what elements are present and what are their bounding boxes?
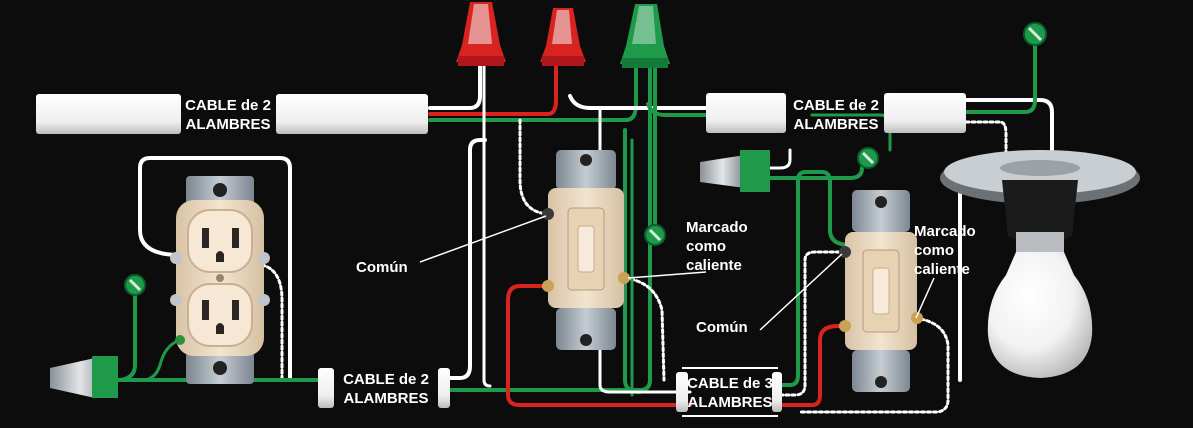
ground-wire-top-left <box>428 58 638 122</box>
cable-sheath-top-right-a <box>706 93 786 133</box>
cable-2-label-top-left: CABLE de 2 ALAMBRES <box>185 97 271 133</box>
outlet-ground-screw-wire <box>143 338 182 382</box>
wire-nut-green-right <box>700 150 770 192</box>
ground-wire-to-lamp <box>964 38 1037 114</box>
marcado-label-right: Marcado como caliente <box>914 223 976 278</box>
comun-label-left: Común <box>356 259 408 276</box>
bottom-white-c <box>598 108 692 394</box>
bottom-green-wire <box>446 58 652 392</box>
cable3-green-right <box>778 170 852 387</box>
wire-nut-green <box>620 4 670 68</box>
black-wire-top-left <box>428 58 558 116</box>
cable-sheath-3-right <box>772 372 782 412</box>
white-wire-to-lamp <box>964 98 1054 152</box>
switch1-red-traveler <box>506 284 692 407</box>
cable3-red-right <box>778 324 847 407</box>
black-wire-to-lamp <box>964 120 1008 162</box>
cable-sheath-3-left <box>676 372 688 412</box>
outlet-ground-pigtail <box>118 288 137 382</box>
wire-nut-red-1 <box>456 2 506 66</box>
cable-sheath-bottom-right <box>438 368 450 408</box>
comun-label-right: Común <box>696 319 748 336</box>
outlet-receptacle-icon <box>170 176 270 384</box>
switch2-white-to-nut <box>758 148 792 170</box>
cable-sheath-bottom-left <box>318 368 334 408</box>
three-way-switch-right-icon <box>839 190 923 392</box>
wire-nut-green-left <box>50 356 118 398</box>
switch2-hot-marked <box>798 316 950 414</box>
cable-sheaths <box>36 93 966 417</box>
cable3-white-right <box>778 250 847 397</box>
light-bulb-icon <box>940 150 1140 378</box>
switch1-black-common <box>518 118 550 216</box>
ground-screw-icons <box>124 22 1047 296</box>
wire-nut-red-2 <box>540 8 586 66</box>
three-way-switch-left-icon <box>542 150 630 350</box>
cable-sheath-top-left-b <box>276 94 428 134</box>
cable-2-label-top-right: CABLE de 2 ALAMBRES <box>793 97 879 133</box>
marcado-label-left: Marcado como caliente <box>686 219 748 274</box>
outlet-hot-loop <box>260 263 284 382</box>
cable-sheath-top-right-b <box>884 93 966 133</box>
cable-3-label-bottom: CABLE de 3 ALAMBRES <box>687 375 773 411</box>
cable-sheath-top-left-a <box>36 94 181 134</box>
switch2-ground-screw <box>768 158 867 180</box>
white-wire-top-right <box>568 94 707 110</box>
bottom-white-wire-2 <box>482 58 492 388</box>
outlet-white-loop <box>138 156 322 382</box>
white-wire-top-left <box>428 58 482 110</box>
cable-2-label-bottom: CABLE de 2 ALAMBRES <box>343 371 429 407</box>
bottom-white-wire <box>446 138 487 380</box>
